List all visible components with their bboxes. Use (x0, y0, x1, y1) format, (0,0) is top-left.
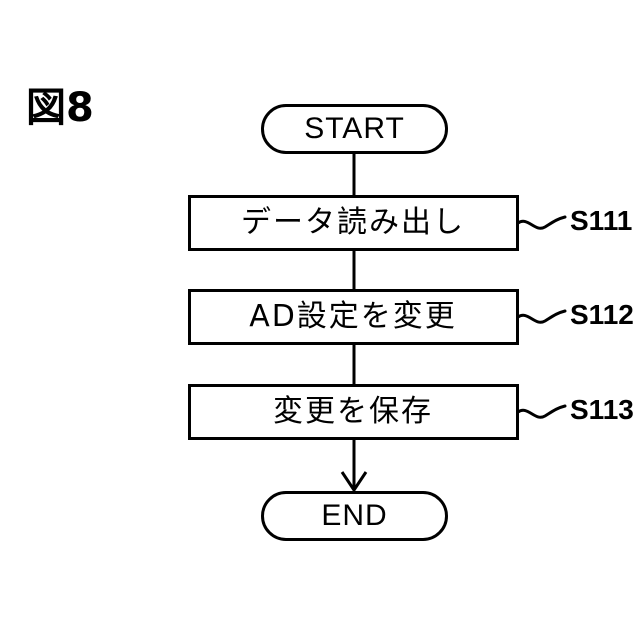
callout-leader-s112 (516, 309, 567, 324)
step-id-s111: S111 (570, 205, 633, 236)
figure-label: 図8 (26, 85, 94, 131)
step-id-s112: S112 (570, 299, 634, 330)
step-id-s113: S113 (570, 394, 634, 425)
end-node-shape (261, 491, 448, 541)
callout-leader-s113 (516, 404, 567, 419)
start-node-label: START (304, 112, 405, 145)
process-label-s113: 変更を保存 (273, 394, 433, 429)
arrowhead-icon (340, 471, 368, 493)
callout-leader-s111 (516, 215, 567, 230)
end-node-label: END (321, 499, 388, 532)
process-label-s111: データ読み出し (241, 205, 465, 240)
process-label-s112: AD設定を変更 (249, 299, 457, 334)
